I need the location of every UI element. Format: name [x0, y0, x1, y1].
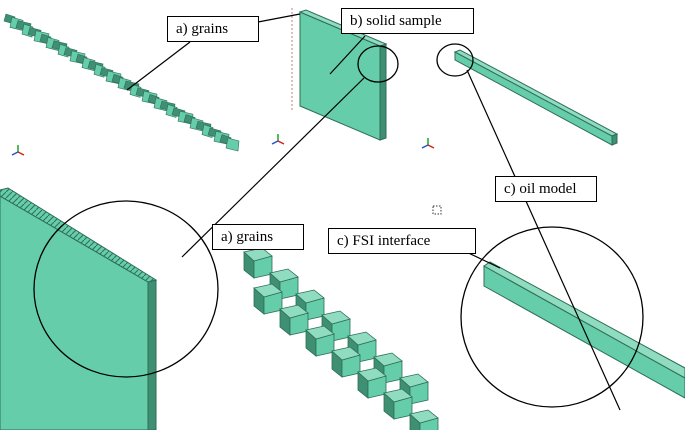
- zoom-circle-solid: [33, 200, 219, 378]
- zoomed-grains: [243, 247, 439, 430]
- grain: [295, 289, 325, 304]
- label-grains-zoom: a) grains: [212, 224, 304, 250]
- grain: [321, 310, 351, 325]
- grain: [225, 137, 240, 152]
- grain: [269, 268, 299, 283]
- label-oil-model: c) oil model: [495, 176, 597, 202]
- grain: [305, 325, 335, 340]
- zoom-circle-oil: [460, 226, 644, 408]
- label-grains-top: a) grains: [167, 16, 259, 42]
- triad-icon: [271, 134, 285, 145]
- grain: [409, 409, 439, 424]
- triad-icon: [11, 145, 25, 156]
- solid-sample-circle: [357, 45, 399, 83]
- triad-icon: [421, 138, 435, 149]
- grain: [373, 352, 403, 367]
- zoom-box-icon: [432, 205, 442, 215]
- grain: [399, 373, 429, 388]
- grain: [347, 331, 377, 346]
- grains-strip: [3, 13, 240, 152]
- oil-model-bar: [453, 49, 619, 146]
- label-solid-sample: b) solid sample: [341, 8, 474, 34]
- grain: [383, 388, 413, 403]
- zoomed-solid-sample: [0, 187, 158, 430]
- grain: [279, 304, 309, 319]
- label-fsi-interface: c) FSI interface: [328, 228, 476, 254]
- grain: [331, 346, 361, 361]
- grain: [253, 283, 283, 298]
- oil-model-circle: [436, 43, 474, 77]
- grain: [357, 367, 387, 382]
